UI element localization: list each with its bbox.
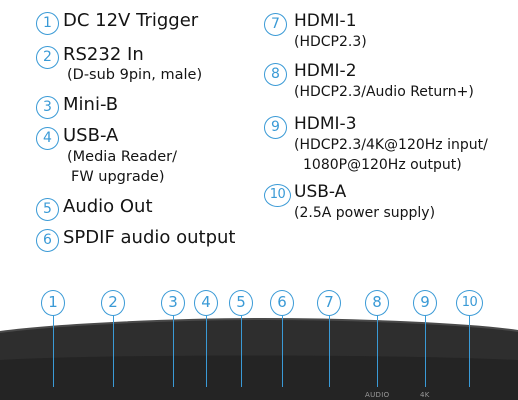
legend-title: DC 12V Trigger: [63, 10, 199, 31]
leader-line-3: [173, 315, 174, 387]
port-badge-4: 4: [194, 290, 218, 316]
legend-subtitle: (2.5A power supply): [294, 205, 436, 221]
leader-line-4: [206, 315, 207, 387]
legend-title: Mini-B: [63, 94, 119, 115]
number-badge-icon: 6: [36, 229, 59, 252]
number-badge-icon: 10: [264, 184, 291, 207]
legend-title: HDMI-1: [294, 11, 357, 31]
legend-subtitle: FW upgrade): [71, 169, 165, 185]
legend-subtitle: (HDCP2.3/4K@120Hz input/: [294, 137, 488, 153]
port-badge-9: 9: [413, 290, 437, 316]
legend-title: HDMI-3: [294, 114, 357, 134]
number-badge-icon: 7: [264, 13, 287, 36]
port-badge-10: 10: [456, 290, 483, 316]
port-badge-1: 1: [41, 290, 65, 316]
legend-title: RS232 In: [63, 44, 144, 65]
leader-line-8: [377, 315, 378, 387]
legend-subtitle: (HDCP2.3): [294, 34, 367, 50]
port-badge-6: 6: [270, 290, 294, 316]
legend-title: SPDIF audio output: [63, 227, 236, 248]
legend-subtitle: (D-sub 9pin, male): [67, 67, 203, 83]
number-badge-icon: 8: [264, 63, 287, 86]
port-badge-8: 8: [365, 290, 389, 316]
legend-title: Audio Out: [63, 196, 153, 217]
port-badge-5: 5: [229, 290, 253, 316]
device-panel-shade: [0, 355, 518, 400]
legend-subtitle: (HDCP2.3/Audio Return+): [294, 84, 474, 100]
port-badge-7: 7: [317, 290, 341, 316]
number-badge-icon: 2: [36, 46, 59, 69]
legend-subtitle: 1080P@120Hz output): [303, 157, 462, 173]
port-badge-2: 2: [101, 290, 125, 316]
device-label-audio: AUDIO: [365, 391, 390, 399]
leader-line-2: [113, 315, 114, 387]
device-edge: [0, 317, 518, 333]
legend-subtitle: (Media Reader/: [67, 149, 178, 165]
legend-title: USB-A: [294, 182, 347, 202]
leader-line-9: [425, 315, 426, 387]
number-badge-icon: 1: [36, 12, 59, 35]
leader-line-6: [282, 315, 283, 387]
legend-title: HDMI-2: [294, 61, 357, 81]
number-badge-icon: 9: [264, 116, 287, 139]
device-label-4k: 4K: [420, 391, 430, 399]
port-badge-3: 3: [161, 290, 185, 316]
legend-title: USB-A: [63, 125, 119, 146]
leader-line-5: [241, 315, 242, 387]
number-badge-icon: 3: [36, 96, 59, 119]
leader-line-1: [53, 315, 54, 387]
number-badge-icon: 5: [36, 198, 59, 221]
leader-line-10: [469, 315, 470, 387]
leader-line-7: [329, 315, 330, 387]
number-badge-icon: 4: [36, 127, 59, 150]
